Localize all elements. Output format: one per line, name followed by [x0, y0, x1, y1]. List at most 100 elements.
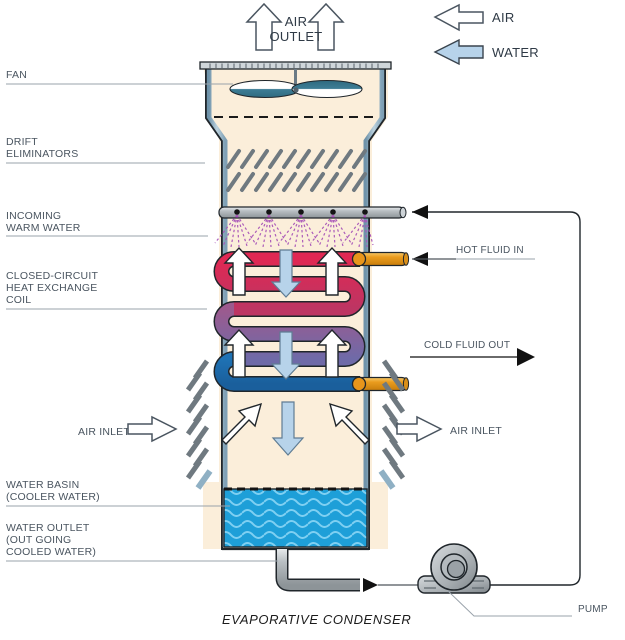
spray-nozzle — [362, 209, 368, 215]
fan-deck — [199, 61, 392, 90]
spray-pattern — [214, 214, 374, 248]
outlet-flow-arrowhead — [363, 578, 378, 592]
tower-wall-left-edge — [205, 66, 223, 549]
spray-nozzle — [330, 209, 336, 215]
label-water-basin-1: WATER BASIN — [6, 479, 79, 491]
coil-pass-cold-fill — [215, 352, 360, 391]
air-inlet-arrow-left — [127, 415, 178, 443]
spray-header — [214, 206, 407, 248]
water-basin — [223, 487, 368, 548]
label-cold-fluid-out: COLD FLUID OUT — [424, 340, 510, 351]
air-inlet-arrow-right — [396, 415, 443, 443]
legend-label-air: AIR — [492, 10, 515, 25]
outlet-elbow-pipe — [275, 549, 360, 592]
callout-water-basin: WATER BASIN (COOLER WATER) — [6, 479, 230, 507]
air-arrow-diagonal-right — [328, 402, 370, 446]
tower-wall-right-edge — [368, 66, 386, 549]
label-air-inlet-left: AIR INLET — [78, 426, 130, 438]
air-arrow-up — [223, 328, 255, 378]
spray-fan — [278, 214, 320, 248]
fan-deck-grate-slots — [209, 63, 379, 68]
outlet-elbow-pipe-fill — [277, 549, 360, 590]
callout-pump: PUMP — [447, 590, 608, 617]
label-water-outlet-3: COOLED WATER) — [6, 546, 96, 558]
air-outlet-arrow-left — [245, 2, 283, 51]
pump — [417, 543, 491, 594]
return-flow-arrowhead — [412, 205, 428, 219]
louvers-left — [185, 359, 213, 490]
water-basin-body — [224, 489, 367, 547]
label-water-basin-2: (COOLER WATER) — [6, 491, 100, 503]
spray-header-end-cap — [399, 206, 407, 219]
water-arrow-down — [270, 249, 302, 298]
air-outlet-label-line2: OUTLET — [269, 29, 322, 44]
water-outlet-piping — [275, 549, 424, 592]
callout-air-inlet-right: AIR INLET — [396, 415, 502, 443]
label-drift-eliminators-2: ELIMINATORS — [6, 148, 78, 160]
fill-zone-flow-arrows — [221, 401, 370, 456]
tower-wall-right — [363, 68, 385, 547]
fan — [229, 79, 363, 99]
spray-nozzles — [234, 209, 368, 215]
callout-closed-circuit-coil: CLOSED-CIRCUIT HEAT EXCHANGE COIL — [6, 270, 207, 310]
pump-return-line — [412, 211, 581, 586]
spray-fan — [214, 214, 256, 248]
legend-label-water: WATER — [492, 45, 539, 60]
fan-deck-plate — [199, 61, 392, 70]
callout-fan: FAN — [6, 69, 233, 85]
cold-fluid-out-arrowhead — [517, 348, 535, 366]
air-arrow-up — [316, 328, 348, 378]
air-outlet-arrows: AIR OUTLET — [245, 2, 345, 51]
legend-item-water: WATER — [433, 38, 539, 66]
air-outlet-arrow-right — [307, 2, 345, 51]
spray-nozzle — [298, 209, 304, 215]
drift-eliminator-row-bottom — [226, 172, 367, 192]
label-coil-2: HEAT EXCHANGE — [6, 282, 97, 294]
left-callouts: FAN DRIFT ELIMINATORS INCOMING WARM WATE… — [6, 69, 278, 562]
label-water-outlet-2: (OUT GOING — [6, 534, 71, 546]
label-air-inlet-right: AIR INLET — [450, 425, 502, 437]
callout-drift-eliminators: DRIFT ELIMINATORS — [6, 136, 205, 164]
fan-blade-right — [291, 79, 363, 99]
air-inlet-louvers — [185, 359, 406, 490]
spray-header-pipe — [218, 206, 405, 219]
label-water-outlet-1: WATER OUTLET — [6, 522, 90, 534]
left-arrow-outline-icon — [433, 3, 484, 32]
spray-nozzle — [234, 209, 240, 215]
fan-blade-left — [229, 79, 301, 99]
water-arrow-down-fill — [271, 401, 305, 456]
label-drift-eliminators-1: DRIFT — [6, 136, 38, 148]
leader-pump — [447, 590, 572, 617]
drift-eliminator-row-top — [226, 149, 367, 169]
air-outlet-label-line1: AIR — [285, 14, 308, 29]
callout-water-outlet: WATER OUTLET (OUT GOING COOLED WATER) — [6, 522, 278, 562]
label-incoming-warm-water-1: INCOMING — [6, 210, 61, 222]
callout-air-inlet-left: AIR INLET — [78, 415, 178, 443]
hot-fluid-inlet-pipe — [351, 251, 410, 267]
label-pump: PUMP — [578, 604, 608, 615]
air-arrow-up — [223, 246, 255, 296]
spray-fan — [246, 214, 288, 248]
legend: AIR WATER — [433, 3, 539, 66]
spray-fan — [310, 214, 352, 248]
spray-nozzle — [266, 209, 272, 215]
spray-fan — [342, 214, 374, 248]
pump-shaft — [446, 559, 466, 579]
coil-zone-flow-arrows — [223, 246, 348, 380]
label-coil-1: CLOSED-CIRCUIT — [6, 270, 98, 282]
air-arrow-diagonal-left — [221, 402, 263, 446]
louvers-right — [378, 359, 406, 490]
callout-incoming-warm-water: INCOMING WARM WATER — [6, 210, 208, 237]
drift-eliminators — [226, 149, 367, 192]
label-incoming-warm-water-2: WARM WATER — [6, 222, 81, 234]
fan-hub — [293, 87, 299, 93]
water-arrow-down — [270, 331, 302, 380]
diagram-caption: EVAPORATIVE CONDENSER — [222, 612, 411, 627]
coil-connectors — [351, 251, 410, 392]
label-fan: FAN — [6, 69, 27, 81]
callout-cold-fluid-out: COLD FLUID OUT — [410, 340, 535, 366]
air-arrow-up — [316, 246, 348, 296]
coil-pass-mid-fill — [215, 302, 364, 366]
right-callouts: HOT FLUID IN COLD FLUID OUT AIR INLET PU… — [396, 245, 608, 617]
label-coil-3: COIL — [6, 294, 31, 306]
